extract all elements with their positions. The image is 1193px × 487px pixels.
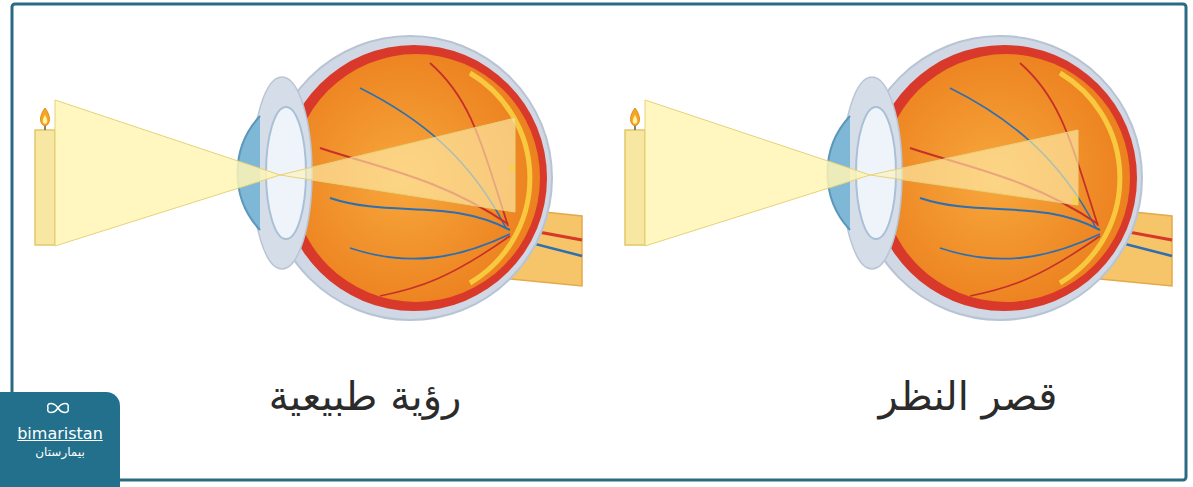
myopic-eye — [828, 36, 1173, 320]
picture-frame — [12, 4, 1186, 480]
logo-badge: bimaristanبيمارستان — [0, 392, 120, 487]
image-spot — [1072, 197, 1078, 203]
diagram-label: قصر النظر — [879, 372, 1058, 420]
normal-eye — [238, 36, 583, 320]
logo-name: bimaristan — [4, 424, 116, 445]
image-spot — [509, 165, 515, 171]
candle — [625, 108, 645, 245]
logo-name-arabic: بيمارستان — [4, 445, 116, 461]
light-cone — [870, 130, 1078, 205]
diagram-label: رؤية طبيعية — [269, 372, 462, 420]
light-cone — [645, 100, 870, 246]
light-cone — [55, 100, 280, 246]
candle — [35, 108, 55, 245]
light-cone — [280, 118, 515, 212]
